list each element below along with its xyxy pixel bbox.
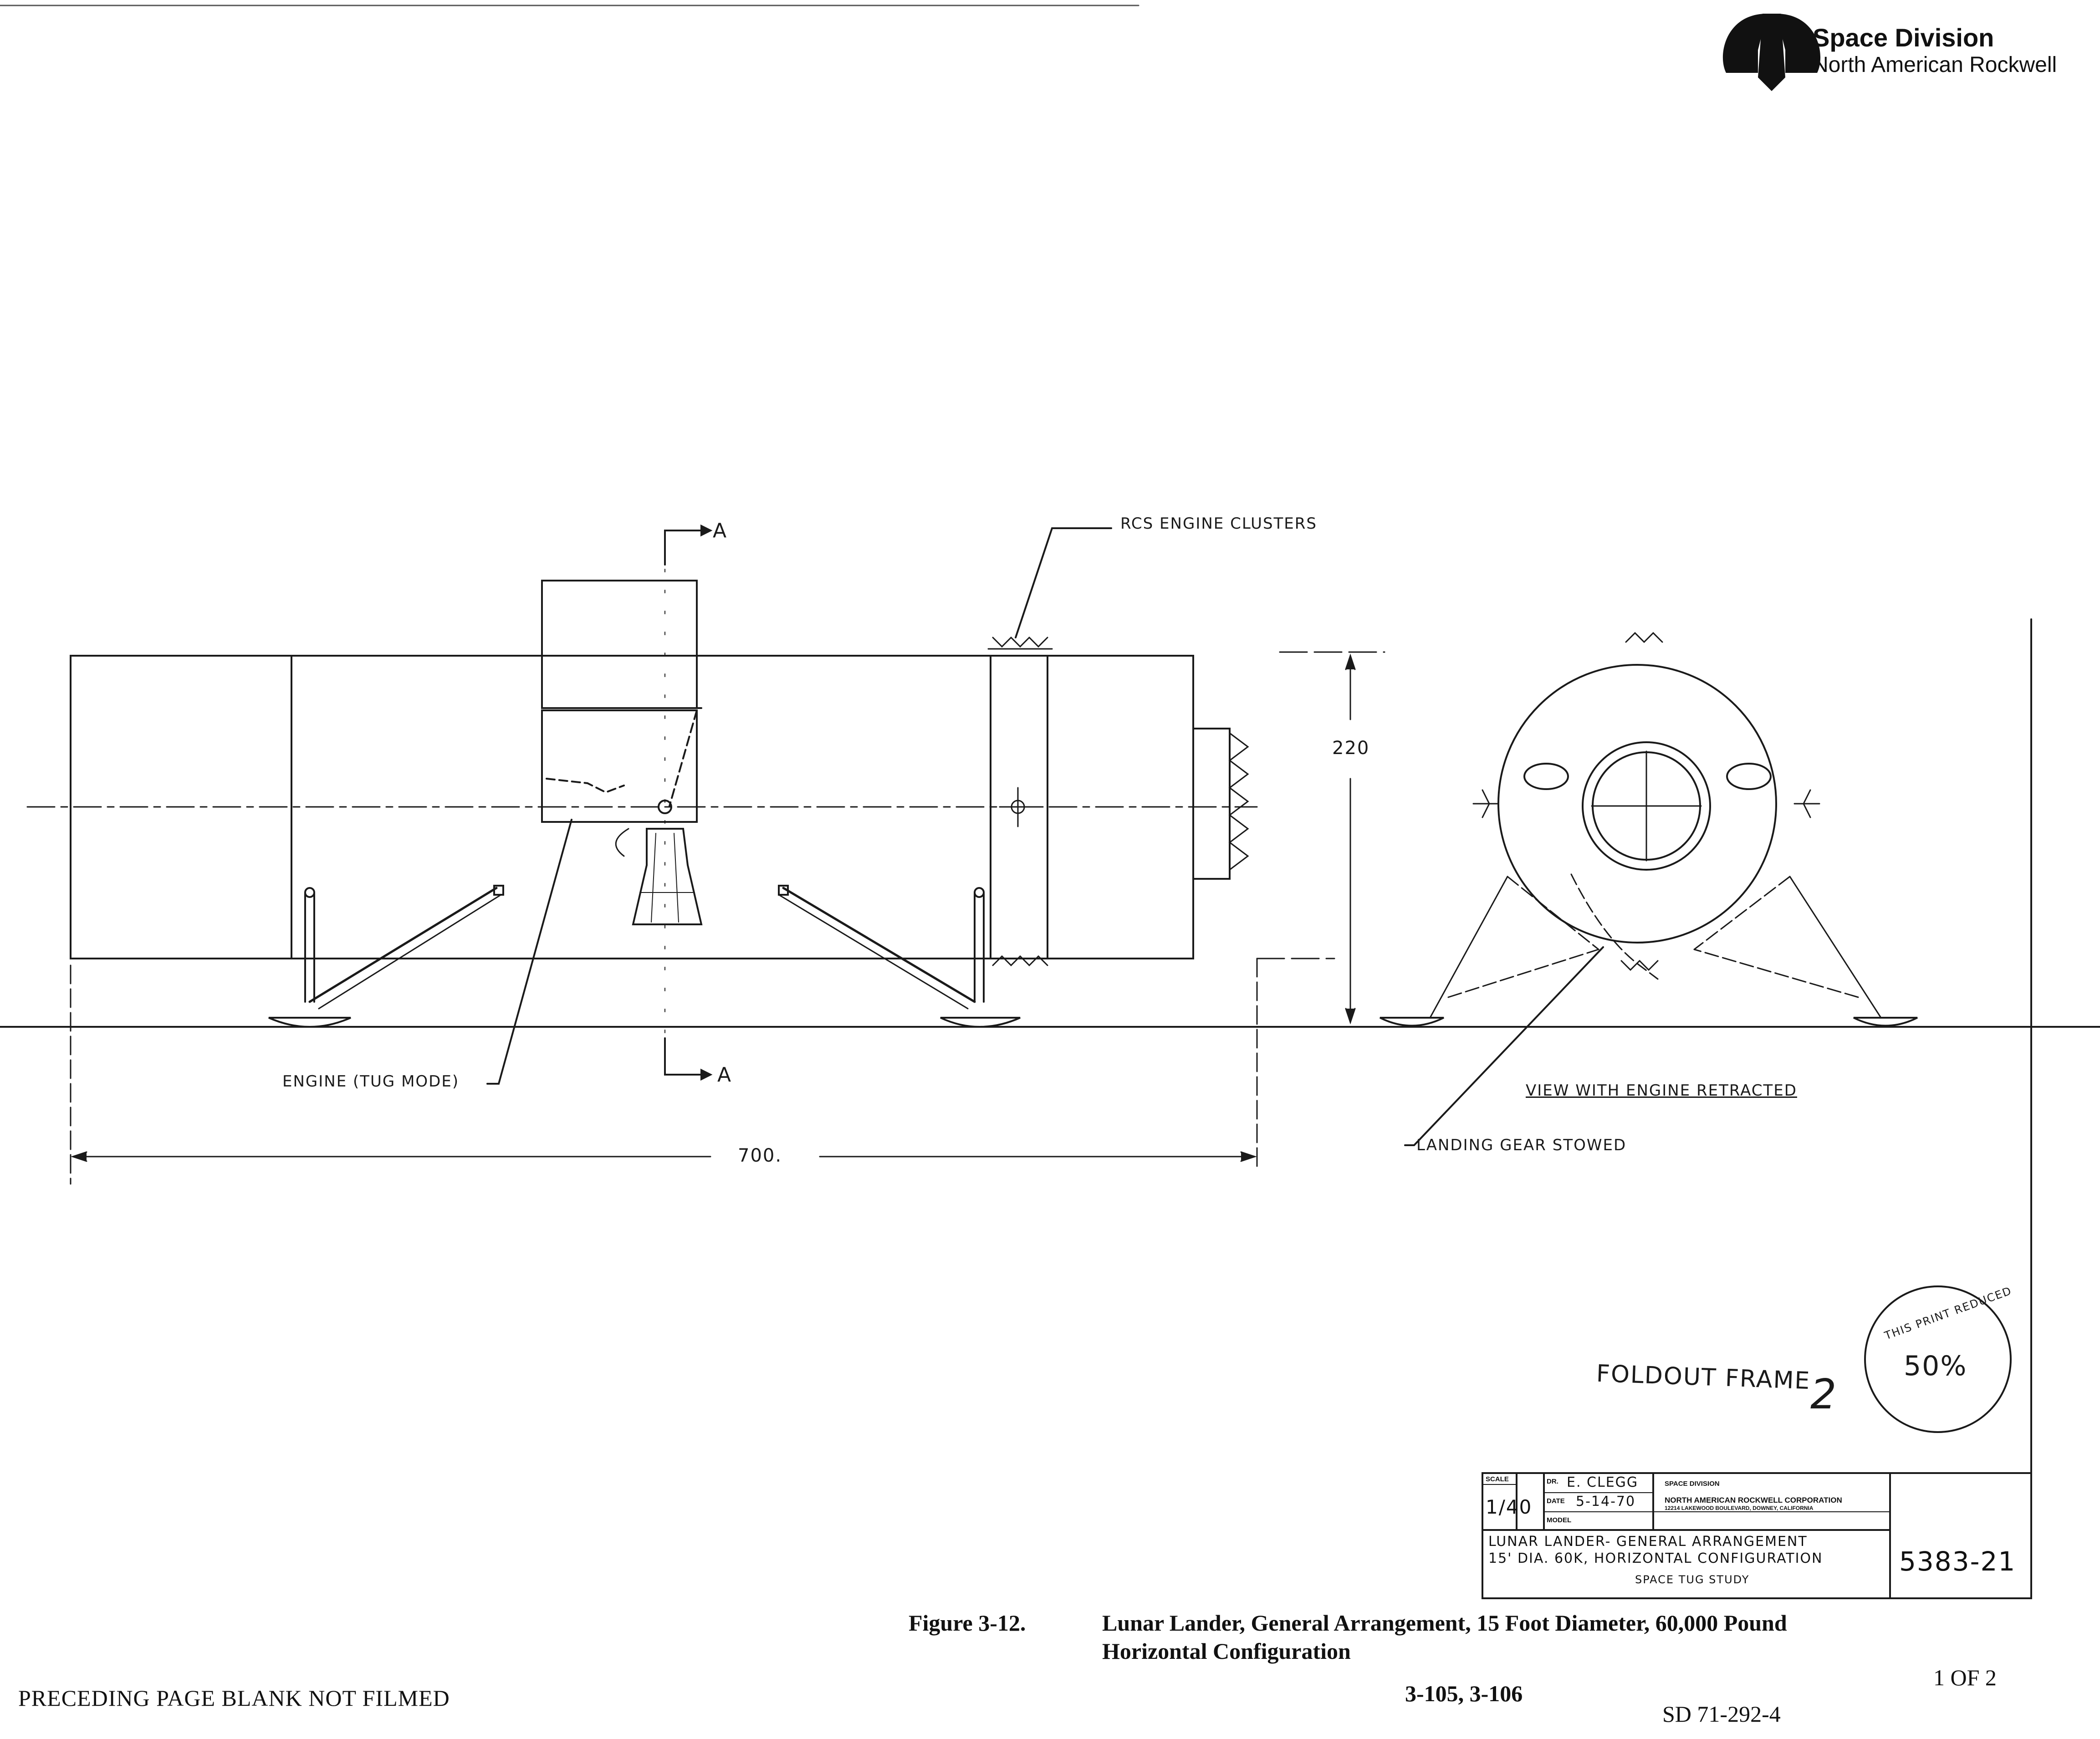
logo-division: Space Division xyxy=(1813,23,1994,52)
section-label-top: A xyxy=(713,519,728,542)
view-note: VIEW WITH ENGINE RETRACTED xyxy=(1526,1081,1797,1100)
page-numbers: 3-105, 3-106 xyxy=(1405,1681,1523,1706)
rcs-callout: RCS ENGINE CLUSTERS xyxy=(1120,515,1317,533)
preceding-page-note: PRECEDING PAGE BLANK NOT FILMED xyxy=(18,1685,450,1711)
landing-leg-forward xyxy=(268,885,504,1028)
dimension-height xyxy=(1256,651,1385,1025)
tb-drawing-number: 5383-21 xyxy=(1899,1546,2016,1577)
section-marker-top xyxy=(664,524,713,566)
dimension-length xyxy=(70,958,1258,1185)
figure-caption-line1: Lunar Lander, General Arrangement, 15 Fo… xyxy=(1102,1610,1787,1636)
rcs-pod-right xyxy=(1726,763,1772,790)
rcs-pod-left xyxy=(1523,763,1569,790)
landing-leg-aft xyxy=(778,885,1021,1028)
rcs-cluster-mid xyxy=(999,787,1039,827)
section-marker-bottom xyxy=(664,1037,713,1081)
tb-title-line1: LUNAR LANDER- GENERAL ARRANGEMENT xyxy=(1488,1534,1808,1550)
end-view-leg-left xyxy=(1380,876,1599,1027)
tb-scale: 1/40 xyxy=(1486,1496,1533,1518)
length-dimension-label: 700. xyxy=(738,1145,782,1166)
rcs-cluster-end-right xyxy=(1793,789,1820,818)
end-view-port-outer xyxy=(1582,741,1711,871)
rcs-cluster-end-top xyxy=(1625,632,1663,643)
engine-leader xyxy=(486,819,572,1085)
stamp-value: 50% xyxy=(1904,1350,1967,1382)
tb-drafter: E. CLEGG xyxy=(1567,1474,1639,1490)
landing-gear-callout: LANDING GEAR STOWED xyxy=(1416,1136,1627,1154)
document-number: SD 71-292-4 xyxy=(1662,1701,1781,1727)
rockwell-logo-icon xyxy=(1722,14,1821,91)
engine-callout: ENGINE (TUG MODE) xyxy=(282,1072,460,1091)
tb-date: 5-14-70 xyxy=(1576,1494,1636,1510)
sheet-number: 1 OF 2 xyxy=(1933,1665,1997,1690)
rcs-leader xyxy=(1015,527,1112,638)
tb-scale-label: SCALE xyxy=(1486,1475,1509,1483)
engine-housing-upper xyxy=(541,580,698,709)
retracted-engine-outline xyxy=(1570,873,1659,980)
aft-docking-ring xyxy=(1192,728,1231,880)
rcs-cluster-end-bottom xyxy=(1620,959,1659,971)
tb-date-label: DATE xyxy=(1547,1497,1565,1505)
side-view xyxy=(0,524,2100,1085)
rcs-cluster-top xyxy=(987,636,1053,650)
tb-title-line2: 15' DIA. 60K, HORIZONTAL CONFIGURATION xyxy=(1488,1550,1823,1566)
figure-label: Figure 3-12. xyxy=(909,1610,1026,1636)
logo-company: North American Rockwell xyxy=(1813,53,2057,77)
engine-contour-dashed xyxy=(546,778,625,794)
tb-dr-label: DR. xyxy=(1547,1478,1558,1485)
tb-org-line1: SPACE DIVISION xyxy=(1665,1480,1720,1488)
rcs-cluster-bottom xyxy=(992,955,1048,967)
engine-nozzle xyxy=(615,800,703,925)
tb-org-line3: 12214 LAKEWOOD BOULEVARD, DOWNEY, CALIFO… xyxy=(1665,1505,1814,1511)
tb-org-line2: NORTH AMERICAN ROCKWELL CORPORATION xyxy=(1665,1496,1842,1504)
height-dimension-label: 220 xyxy=(1332,738,1370,759)
figure-caption-line2: Horizontal Configuration xyxy=(1102,1638,1351,1664)
engine-strut-dashed xyxy=(669,709,698,807)
tb-model-label: MODEL xyxy=(1547,1516,1572,1524)
engine-housing-lower xyxy=(541,709,698,823)
aft-rcs-teeth xyxy=(1228,732,1249,871)
tb-title-line3: SPACE TUG STUDY xyxy=(1635,1573,1750,1586)
end-view-tank xyxy=(1497,664,1777,943)
end-view xyxy=(1380,632,1918,1146)
foldout-number: 2 xyxy=(1810,1371,1838,1418)
landing-gear-leader xyxy=(1404,946,1604,1146)
rcs-cluster-end-left xyxy=(1472,789,1499,818)
reduction-stamp xyxy=(1864,1285,2012,1433)
section-label-bottom: A xyxy=(717,1063,732,1086)
end-view-leg-right xyxy=(1693,876,1918,1027)
title-block-frame xyxy=(1482,1472,2032,1599)
